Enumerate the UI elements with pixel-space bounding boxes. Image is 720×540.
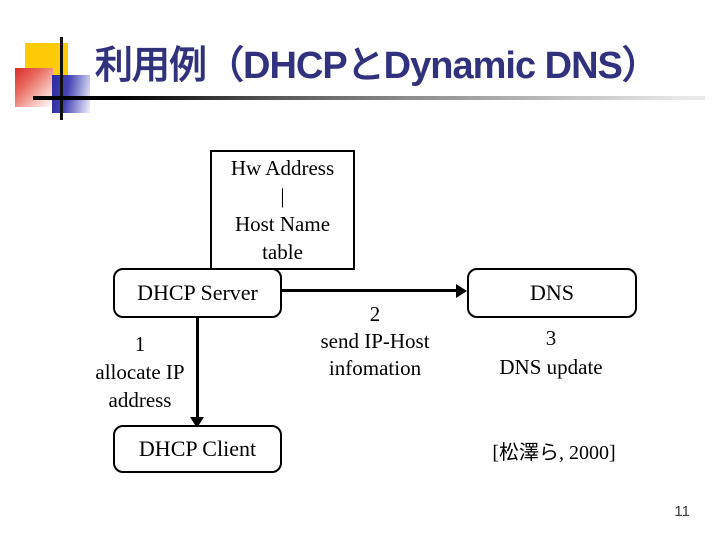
- step3-line-1: DNS update: [499, 355, 603, 379]
- step2-number: 2: [369, 302, 381, 326]
- dhcp-server-label: DHCP Server: [137, 280, 258, 305]
- title-underline-rule: [33, 96, 705, 100]
- step1-line-2: address: [108, 388, 172, 412]
- page-number: 11: [674, 503, 690, 520]
- decoration-blue-square: [52, 75, 90, 113]
- hw-address-table-box: Hw Address | Host Name table: [210, 150, 355, 270]
- dhcp-client-box: DHCP Client: [113, 425, 282, 473]
- table-box-line-3: Host Name: [234, 212, 331, 236]
- step2-line-1: send IP-Host: [320, 329, 430, 353]
- arrow-server-to-client-line: [196, 318, 199, 418]
- slide-title: 利用例（DHCPとDynamic DNS）: [95, 45, 660, 87]
- step2-line-2: infomation: [328, 356, 422, 380]
- dhcp-client-label: DHCP Client: [138, 436, 257, 461]
- arrow-server-to-dns-line: [282, 289, 458, 292]
- table-box-line-2: |: [280, 184, 285, 208]
- dns-label: DNS: [529, 280, 574, 305]
- dhcp-server-box: DHCP Server: [113, 268, 282, 318]
- step2-label: 2 send IP-Host infomation: [303, 301, 447, 382]
- step3-label: 3 DNS update: [478, 324, 624, 382]
- arrow-server-to-dns-head-icon: [456, 284, 467, 298]
- dns-box: DNS: [467, 268, 637, 318]
- decoration-red-square: [15, 68, 53, 107]
- table-box-line-1: Hw Address: [230, 156, 335, 180]
- step3-number: 3: [545, 326, 557, 350]
- step1-label: 1 allocate IP address: [83, 330, 197, 414]
- table-box-line-4: table: [262, 240, 303, 264]
- decoration-vertical-line: [60, 37, 63, 120]
- citation-text: [松澤ら, 2000]: [492, 442, 616, 464]
- step1-number: 1: [134, 332, 146, 356]
- step1-line-1: allocate IP: [95, 360, 185, 384]
- arrow-server-to-client-head-icon: [190, 417, 204, 428]
